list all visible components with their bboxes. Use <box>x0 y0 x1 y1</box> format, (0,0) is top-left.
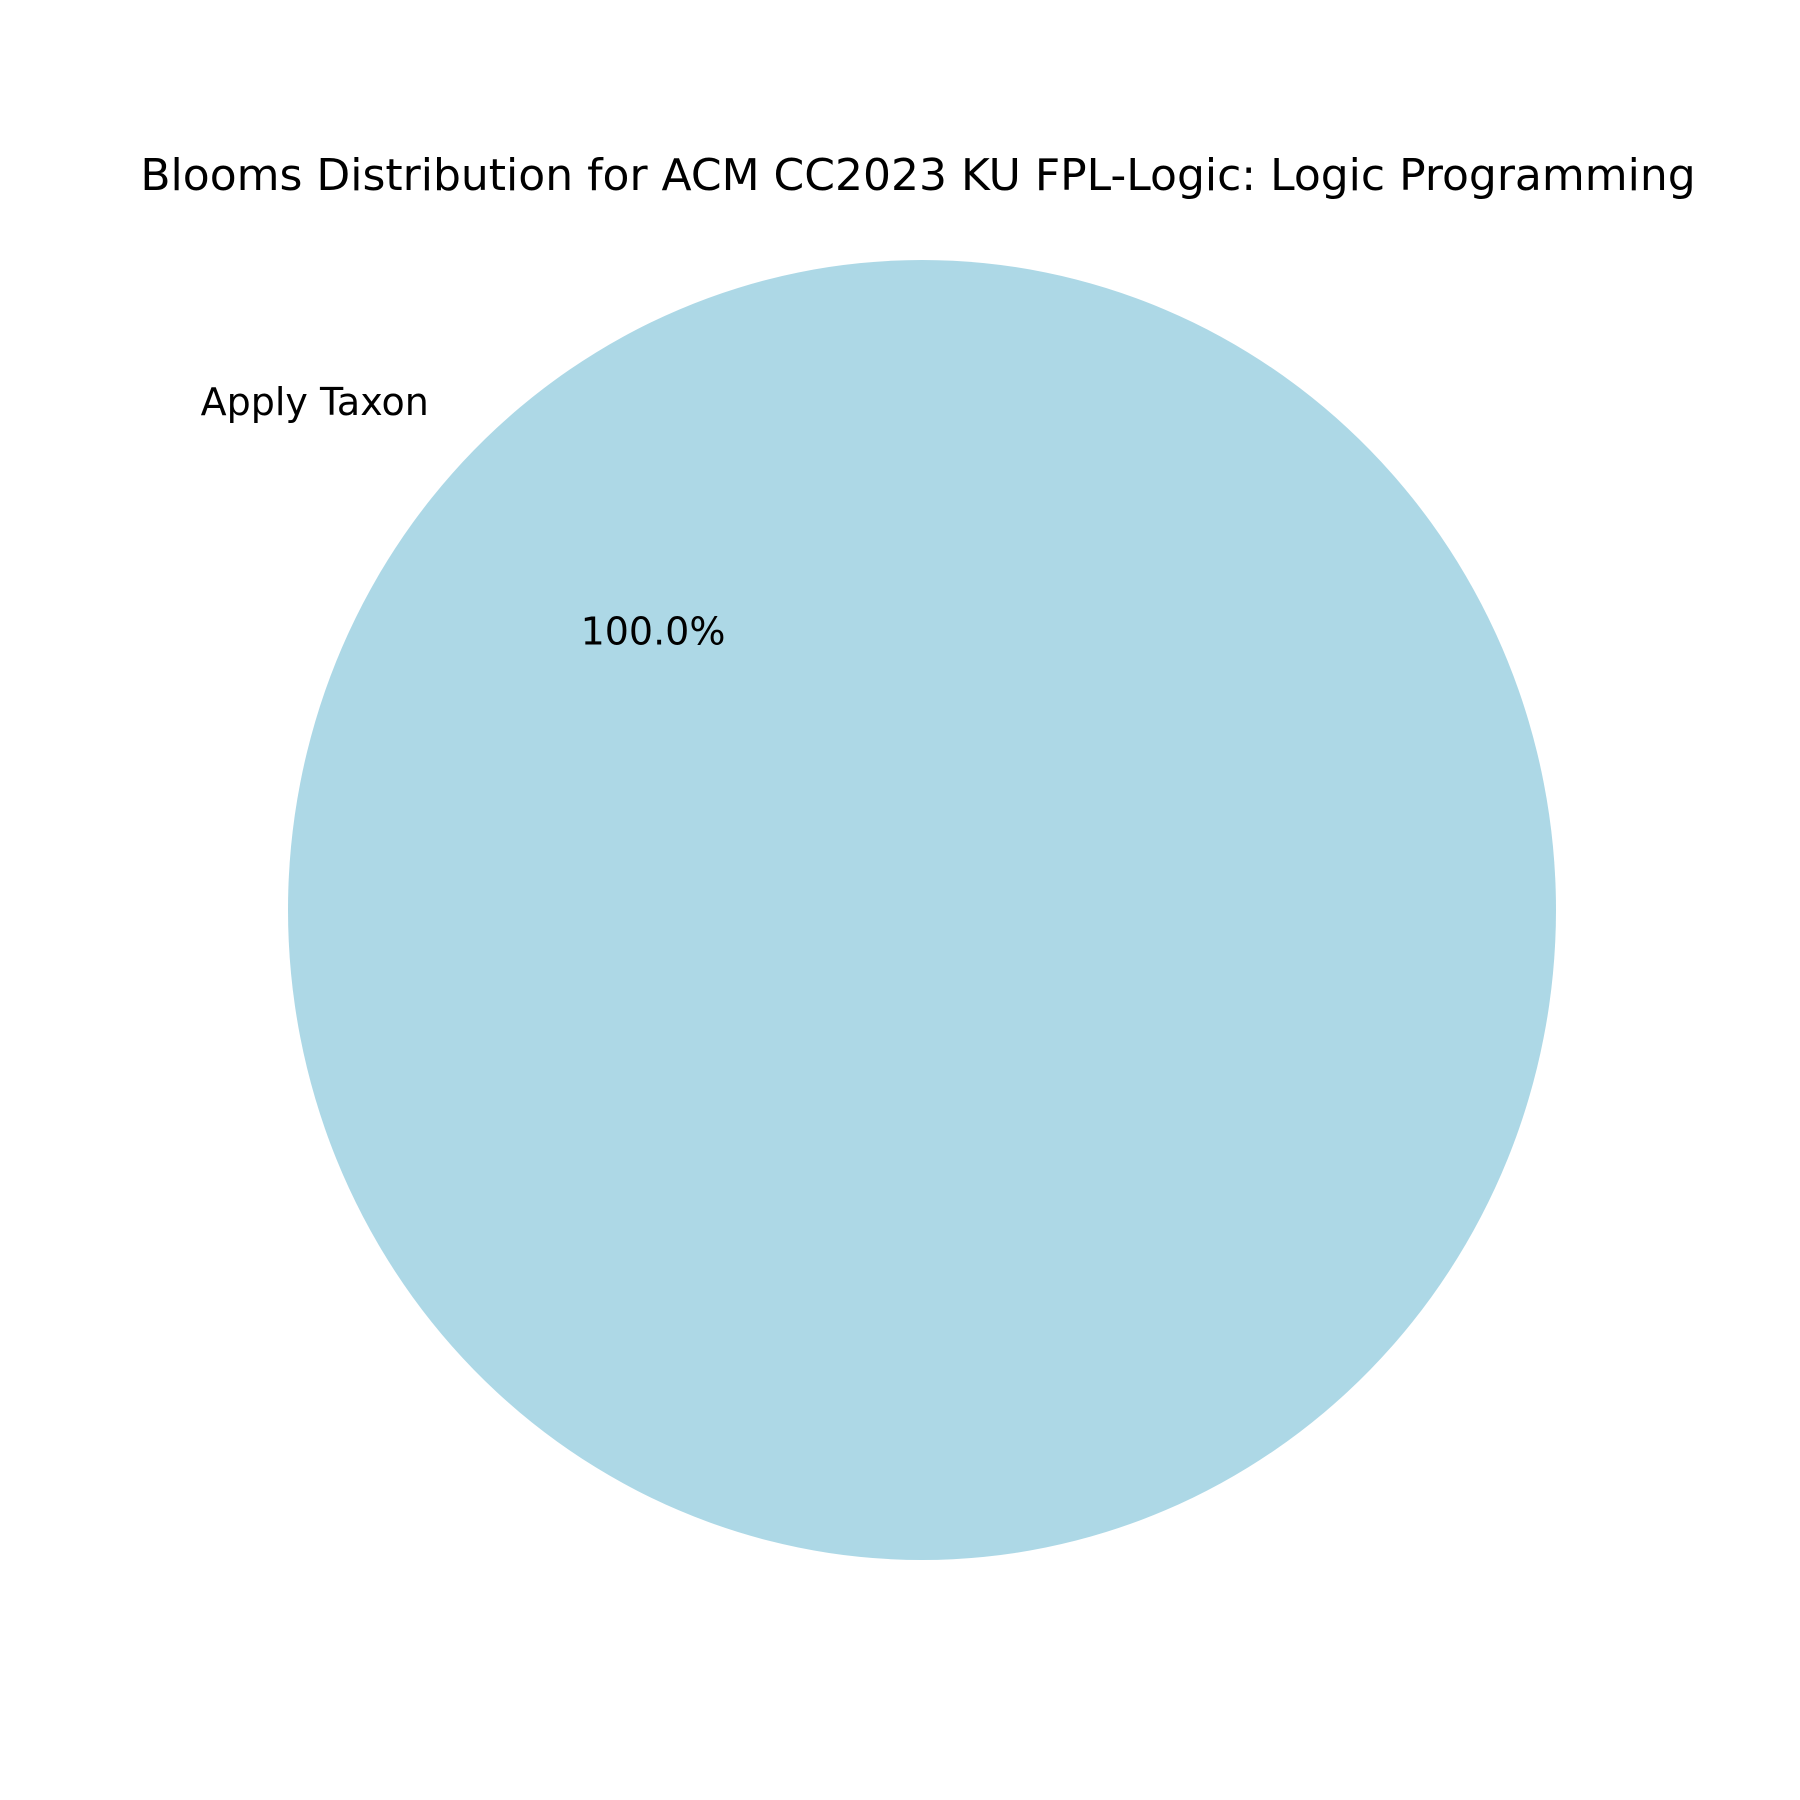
pie-labels: Apply Taxon 100.0% <box>201 380 726 654</box>
slice-percent-label: 100.0% <box>581 610 726 654</box>
pie-slice <box>288 260 1556 1560</box>
pie-slices <box>288 260 1556 1560</box>
chart-title: Blooms Distribution for ACM CC2023 KU FP… <box>140 150 1695 201</box>
slice-label: Apply Taxon <box>201 380 429 424</box>
